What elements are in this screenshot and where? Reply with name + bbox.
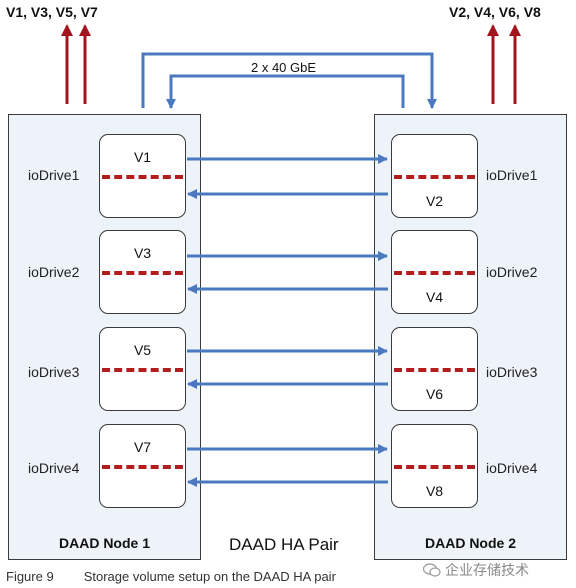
ha-pair-label: DAAD HA Pair: [229, 535, 339, 554]
left-drive-label-2: ioDrive2: [28, 264, 80, 280]
left-drive-label-4: ioDrive4: [28, 460, 80, 476]
volume-label: V1: [133, 149, 152, 165]
partition-divider: [102, 368, 183, 372]
left-drive-3: V5: [99, 327, 186, 411]
node-2-label: DAAD Node 2: [424, 535, 516, 551]
left-volumes-label: V1, V3, V5, V7: [6, 4, 98, 20]
left-drive-label-3: ioDrive3: [28, 364, 80, 380]
volume-label: V8: [425, 483, 444, 499]
right-drive-label-3: ioDrive3: [486, 364, 538, 380]
right-drive-label-1: ioDrive1: [486, 167, 538, 183]
volume-label: V7: [133, 439, 152, 455]
volume-label: V3: [133, 245, 152, 261]
interconnect-link-outer: [141, 52, 437, 109]
volume-label: V5: [133, 342, 152, 358]
right-drive-1: V2: [391, 134, 478, 218]
partition-divider: [102, 271, 183, 275]
figure-text: Storage volume setup on the DAAD HA pair: [83, 569, 336, 584]
right-drive-label-2: ioDrive2: [486, 264, 538, 280]
volume-label: V4: [425, 289, 444, 305]
left-drive-1: V1: [99, 134, 186, 218]
watermark-text: 企业存储技术: [445, 562, 529, 578]
figure-number: Figure 9: [6, 569, 54, 584]
partition-divider: [394, 465, 475, 469]
interconnect-link-inner: [166, 74, 405, 109]
right-drive-3: V6: [391, 327, 478, 411]
left-drive-label-1: ioDrive1: [28, 167, 80, 183]
right-drive-4: V8: [391, 424, 478, 508]
link-speed-label: 2 x 40 GbE: [251, 60, 317, 75]
watermark: 企业存储技术: [423, 560, 529, 580]
partition-divider: [394, 175, 475, 179]
volume-label: V2: [425, 193, 444, 209]
partition-divider: [102, 465, 183, 469]
figure-caption: Figure 9 Storage volume setup on the DAAD…: [6, 569, 336, 584]
volume-label: V6: [425, 386, 444, 402]
partition-divider: [394, 271, 475, 275]
left-drive-4: V7: [99, 424, 186, 508]
node-1-label: DAAD Node 1: [58, 535, 150, 551]
partition-divider: [394, 368, 475, 372]
right-volumes-label: V2, V4, V6, V8: [449, 4, 541, 20]
left-drive-2: V3: [99, 230, 186, 314]
partition-divider: [102, 175, 183, 179]
chat-bubble-icon: [423, 563, 441, 577]
right-drive-label-4: ioDrive4: [486, 460, 538, 476]
right-drive-2: V4: [391, 230, 478, 314]
